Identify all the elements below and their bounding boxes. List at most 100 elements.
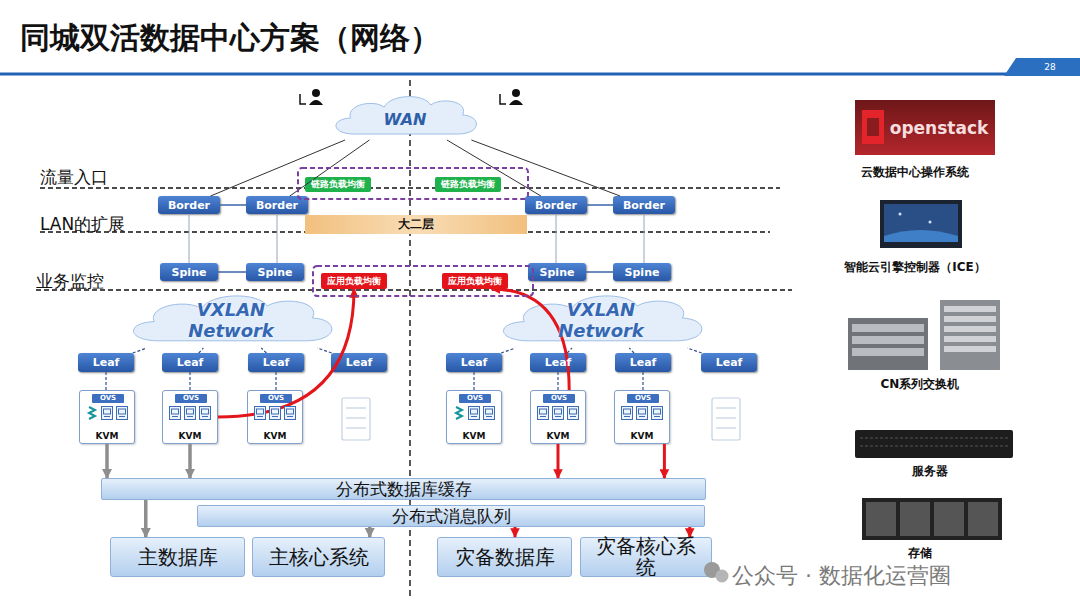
page-number: 28 (1030, 62, 1070, 72)
openstack-logo: openstack (855, 100, 995, 155)
wechat-icon (716, 570, 729, 583)
wechat-icon (704, 562, 720, 578)
link-line (261, 348, 266, 353)
text-label: 服务器 (870, 463, 990, 480)
node-text: Spine (172, 266, 207, 279)
link-line (218, 271, 246, 273)
link-line (587, 204, 613, 206)
node-text: KVM (631, 431, 654, 441)
user-head (512, 89, 520, 97)
server-slot (346, 427, 366, 428)
system-box: 灾备核心系统 (580, 537, 712, 577)
node-text: WAN (384, 110, 427, 129)
ovs-box: OVS (459, 394, 491, 403)
link-line (473, 372, 474, 390)
ovs-box: OVS (543, 394, 575, 403)
ovs-box: OVS (175, 394, 207, 403)
text-label: 云数据中心操作系统 (840, 164, 990, 181)
link-lb-box: 链路负载均衡 (305, 177, 371, 192)
storage-array (862, 498, 1002, 540)
storage-slot (968, 502, 998, 536)
node-text: 链路负载均衡 (441, 178, 495, 191)
switch-box: Border (525, 196, 587, 214)
link-line (133, 348, 147, 353)
switch-box: Border (246, 196, 308, 214)
node-text: KVM (264, 431, 287, 441)
vm-icon (200, 407, 211, 420)
layer2-band: 大二层 (305, 215, 527, 234)
cloud-shape (336, 97, 477, 134)
node-text: Border (256, 199, 298, 212)
switch-box: Leaf (248, 353, 304, 372)
switch-box: Leaf (701, 353, 757, 372)
text-label: 智能云引擎控制器（ICE） (830, 259, 1000, 276)
switch-line-card (944, 346, 996, 352)
middleware-band: 分布式消息队列 (197, 505, 705, 527)
monitor-screen (884, 204, 958, 242)
link-lb-box: 链路负载均衡 (435, 177, 501, 192)
node-text: 大二层 (398, 216, 434, 233)
vxlan-cloud: VXLAN Network (488, 288, 714, 348)
node-text: Border (623, 199, 665, 212)
app-lb-box: 应用负载均衡 (321, 273, 387, 289)
switch-box: Leaf (331, 353, 387, 372)
vm-icon (456, 407, 462, 419)
server-slot (346, 407, 366, 408)
node-text: OVS (635, 394, 651, 403)
link-line (642, 372, 643, 390)
node-text: VXLAN Network (541, 300, 661, 341)
system-box: 灾备数据库 (437, 537, 572, 577)
screen-hill (884, 230, 958, 242)
wan-cloud: WAN (325, 90, 485, 140)
node-text: Leaf (545, 356, 572, 369)
link-line (220, 204, 246, 206)
node-text: OVS (551, 394, 567, 403)
node-text: Leaf (346, 356, 373, 369)
text-label: 流量入口 (40, 166, 160, 189)
layer-divider (36, 289, 792, 291)
server-box: KVMOVS (247, 390, 303, 444)
switch-box: Spine (528, 263, 586, 281)
link-line (189, 214, 190, 263)
node-text: Leaf (177, 356, 204, 369)
link-line (556, 214, 557, 263)
flow-arrow (514, 527, 517, 537)
link-line (277, 214, 278, 263)
vm-icon (568, 407, 579, 420)
switch-box: Spine (613, 263, 671, 281)
text-label: CN系列交换机 (850, 376, 990, 393)
vm-icon (469, 407, 480, 420)
node-text: 应用负载均衡 (448, 275, 502, 288)
storage-slots (866, 502, 998, 536)
switch-line-card (852, 324, 924, 332)
watermark: 公众号 · 数据化运营圈 (732, 561, 1052, 591)
vm-icon (285, 407, 296, 420)
vm-icon (89, 407, 95, 419)
storage-slot (934, 502, 964, 536)
switch-line-card (944, 306, 996, 312)
server-box: KVM OVS (530, 390, 586, 444)
node-text: KVM (179, 431, 202, 441)
node-text: KVM (547, 431, 570, 441)
switch-line-card (944, 316, 996, 322)
vm-icon (270, 407, 281, 420)
node-text: OVS (467, 394, 483, 403)
openstack-mark (862, 110, 884, 144)
node-text: Leaf (263, 356, 290, 369)
storage-slot (866, 502, 896, 536)
link-line (317, 348, 331, 353)
node-text: 灾备数据库 (455, 547, 555, 568)
switch-box: Leaf (162, 353, 218, 372)
node-text: OVS (100, 394, 116, 403)
node-text: Leaf (93, 356, 120, 369)
switch-box: Leaf (446, 353, 502, 372)
server-box: KVMOVS (446, 390, 502, 444)
node-text: Spine (625, 266, 660, 279)
user-icon (300, 89, 523, 105)
server-box: KVM OVS (162, 390, 218, 444)
node-text: 链路负载均衡 (311, 178, 365, 191)
node-text: Border (535, 199, 577, 212)
link-line (275, 372, 276, 390)
switch-line-card (852, 348, 924, 356)
link-line (105, 372, 106, 390)
